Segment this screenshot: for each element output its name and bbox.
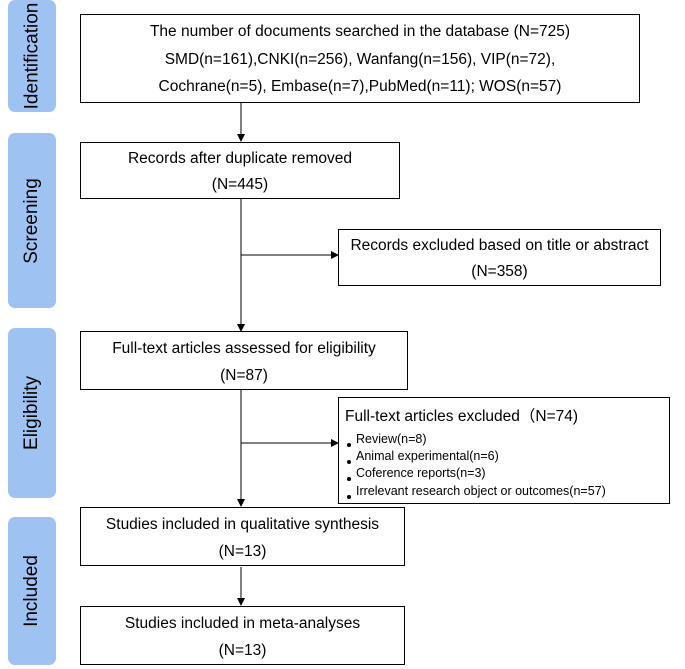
- meta-analyses-count: (N=13): [218, 642, 267, 659]
- identification-total: The number of documents searched in the …: [149, 23, 571, 40]
- exclusion-reason-item: Coference reports(n=3): [347, 466, 486, 481]
- stage-identification: Identification: [8, 0, 56, 112]
- bullet-icon: [347, 443, 351, 447]
- exclusion-reason-item: Review(n=8): [347, 432, 427, 447]
- full-text-assessed-count: (N=87): [220, 367, 268, 384]
- bullet-icon: [347, 495, 351, 499]
- qualitative-synthesis-label: Studies included in qualitative synthesi…: [105, 516, 380, 533]
- excluded-title-abstract-count: (N=358): [471, 263, 528, 280]
- identification-sources-2: Cochrane(n=5), Embase(n=7),PubMed(n=11);…: [158, 78, 562, 95]
- full-text-excluded-title: Full-text articles excluded（N=74): [345, 408, 579, 425]
- full-text-assessed-label: Full-text articles assessed for eligibil…: [112, 340, 376, 357]
- meta-analyses-label: Studies included in meta-analyses: [124, 615, 361, 632]
- stage-included: Included: [8, 517, 56, 665]
- full-text-excluded-box: Full-text articles excluded（N=74) Review…: [338, 397, 670, 504]
- full-text-assessed-box: Full-text articles assessed for eligibil…: [80, 331, 408, 390]
- excluded-title-abstract-label: Records excluded based on title or abstr…: [350, 237, 649, 254]
- qualitative-synthesis-count: (N=13): [218, 543, 267, 560]
- exclusion-reason-item: Irrelevant research object or outcomes(n…: [347, 484, 606, 499]
- qualitative-synthesis-box: Studies included in qualitative synthesi…: [80, 507, 405, 566]
- excluded-title-abstract-box: Records excluded based on title or abstr…: [338, 229, 661, 286]
- duplicates-removed-box: Records after duplicate removed (N=445): [80, 142, 400, 199]
- stage-eligibility: Eligibility: [8, 328, 56, 498]
- identification-sources-1: SMD(n=161),CNKI(n=256), Wanfang(n=156), …: [164, 51, 556, 68]
- duplicates-removed-label: Records after duplicate removed: [127, 150, 352, 167]
- duplicates-removed-count: (N=445): [211, 176, 269, 193]
- stage-screening: Screening: [8, 133, 56, 308]
- exclusion-reason-item: Animal experimental(n=6): [347, 449, 499, 464]
- identification-box: The number of documents searched in the …: [80, 14, 640, 103]
- bullet-icon: [347, 460, 351, 464]
- meta-analyses-box: Studies included in meta-analyses (N=13): [80, 606, 405, 665]
- bullet-icon: [347, 477, 351, 481]
